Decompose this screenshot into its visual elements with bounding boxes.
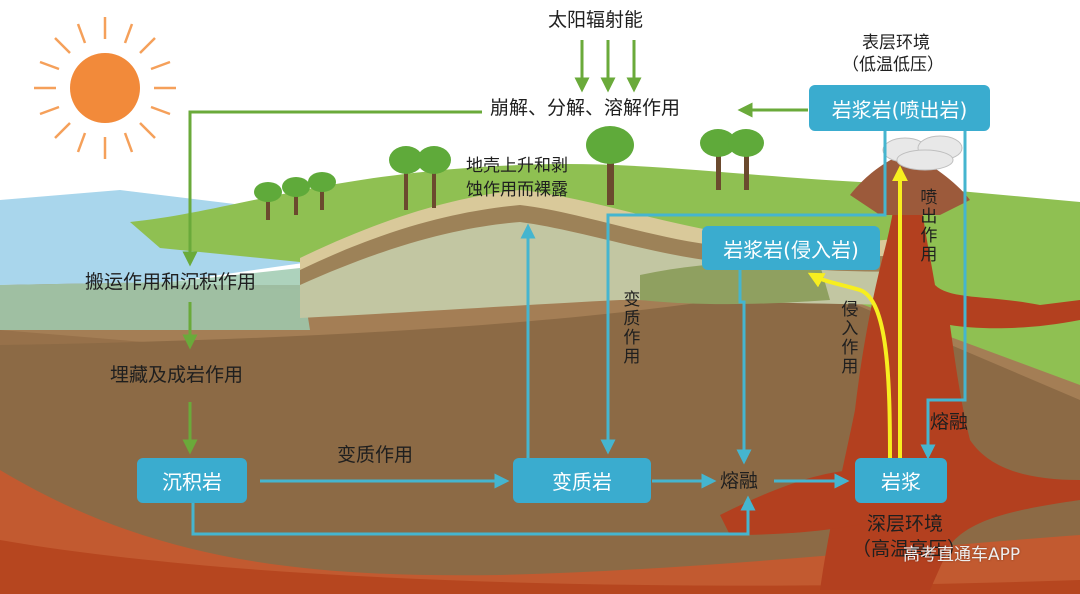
eruption-label: 喷出作用	[916, 188, 937, 264]
yellow-arrows	[807, 165, 908, 461]
metamorphic-rock-box: 变质岩	[513, 458, 651, 503]
metamorphism-vertical-label: 变质作用	[619, 290, 640, 366]
smoke-icon	[882, 135, 963, 171]
intrusive-igneous-rock-box: 岩浆岩(侵入岩)	[702, 226, 880, 270]
melting-right-label: 熔融	[930, 411, 969, 433]
metamorphism-label: 变质作用	[337, 444, 414, 466]
sedimentary-rock-box: 沉积岩	[137, 458, 247, 503]
melting-label: 熔融	[720, 470, 759, 492]
uplift-label: 地壳上升和剥	[466, 156, 568, 176]
magma-box: 岩浆	[855, 458, 947, 503]
deep-env-sub-label: （高温高压）	[852, 538, 967, 560]
surface-env-label: 表层环境	[862, 33, 930, 53]
intrusion-label: 侵入作用	[837, 300, 858, 376]
deep-env-label: 深层环境	[867, 513, 944, 535]
solar-energy-label: 太阳辐射能	[548, 9, 644, 31]
tree-icons	[254, 126, 764, 220]
transport-deposition-label: 搬运作用和沉积作用	[85, 271, 257, 293]
burial-diagenesis-label: 埋藏及成岩作用	[110, 364, 244, 386]
weathering-label: 崩解、分解、溶解作用	[490, 97, 681, 119]
watermark: 高考直通车APP	[903, 545, 1021, 565]
uplift-label-2: 蚀作用而裸露	[466, 180, 568, 200]
green-arrows	[182, 40, 808, 455]
extrusive-igneous-rock-box: 岩浆岩(喷出岩)	[809, 85, 990, 131]
blue-arrows	[191, 130, 967, 536]
sun-icon	[34, 17, 176, 159]
surface-env-sub-label: （低温低压）	[842, 55, 944, 75]
